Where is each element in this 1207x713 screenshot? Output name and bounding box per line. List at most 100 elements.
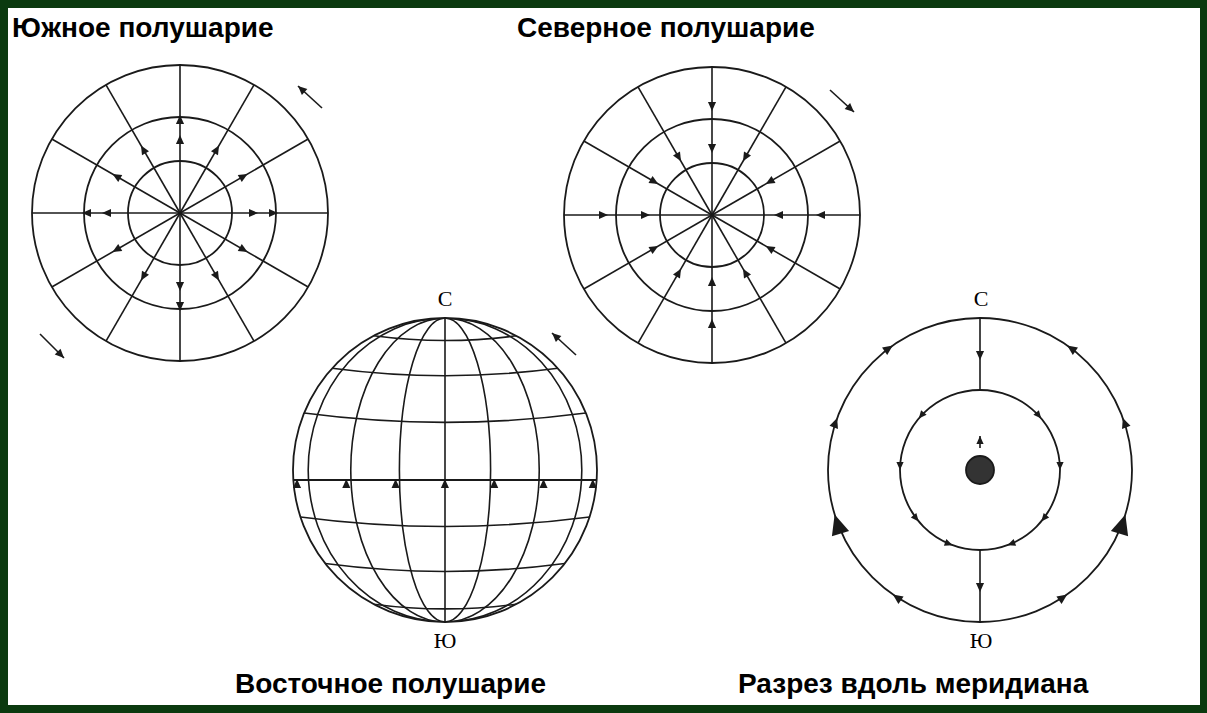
outer-cell: [828, 318, 1132, 622]
arrowhead: [176, 282, 184, 291]
arrowhead: [589, 479, 597, 488]
arrowhead: [816, 211, 825, 219]
arrowhead: [845, 103, 854, 112]
map-caption: Северное полушарие: [517, 12, 815, 44]
meridian-line: [351, 318, 539, 622]
parallel-line: [374, 604, 517, 609]
arrowhead: [238, 174, 248, 182]
parallel-line: [374, 336, 517, 341]
arrowhead: [882, 345, 893, 354]
arrowhead: [911, 513, 919, 521]
latitude-circle: [32, 65, 328, 361]
parallel-line: [300, 517, 589, 527]
arrowhead: [893, 595, 904, 604]
arrowhead: [102, 209, 111, 217]
meridian-line: [712, 214, 860, 216]
arrowhead: [641, 211, 650, 219]
arrowhead: [673, 269, 681, 279]
arrowhead: [1056, 462, 1063, 470]
meridian-line: [180, 213, 308, 287]
arrowhead: [708, 102, 716, 111]
arrowhead: [539, 479, 547, 488]
meridian-line: [52, 139, 180, 213]
pole-letter: Ю: [970, 628, 993, 653]
rotation-arrow: [298, 86, 322, 108]
meridian-line: [106, 213, 180, 341]
arrowhead: [774, 211, 783, 219]
arrowhead: [298, 86, 307, 95]
arrowhead: [490, 479, 498, 488]
arrowhead: [708, 277, 716, 286]
arrowhead: [293, 479, 301, 488]
map-caption: Южное полушарие: [12, 12, 274, 44]
arrowhead: [1056, 595, 1067, 604]
arrowhead: [599, 211, 608, 219]
arrowhead: [648, 176, 658, 184]
map-caption: Разрез вдоль меридиана: [738, 668, 1088, 700]
arrowhead: [176, 115, 184, 124]
arrowhead: [976, 436, 983, 444]
meridian-line: [106, 85, 180, 213]
arrowhead: [55, 349, 64, 358]
parallel-line: [332, 368, 558, 375]
arrowhead: [441, 479, 449, 488]
meridian-line: [180, 139, 308, 213]
arrowhead: [176, 302, 184, 311]
meridian-line: [584, 141, 712, 215]
parallel-line: [304, 413, 586, 422]
arrowhead: [766, 246, 776, 254]
meridian-line: [564, 214, 712, 216]
arrowhead: [976, 351, 984, 360]
meridian-line: [180, 85, 254, 213]
parallel-line: [325, 564, 565, 572]
map-caption: Восточное полушарие: [235, 668, 546, 700]
globe-grid: [300, 318, 589, 622]
meridian-line: [180, 213, 254, 341]
meridian-line: [711, 67, 713, 215]
arrowhead: [141, 271, 149, 281]
meridian-line: [638, 215, 712, 343]
arrowhead: [976, 583, 984, 592]
meridian-line: [399, 318, 490, 622]
arrowhead: [238, 244, 248, 252]
arrowhead: [766, 176, 776, 184]
arrowhead: [896, 462, 903, 470]
meridian-line: [638, 87, 712, 215]
arrowhead: [919, 410, 927, 418]
arrowhead: [269, 209, 278, 217]
arrowhead: [1067, 345, 1078, 354]
arrowhead: [249, 209, 258, 217]
arrowhead: [211, 271, 219, 281]
arrowhead: [392, 479, 400, 488]
arrowhead: [743, 151, 751, 161]
inner-cell: [900, 390, 1060, 550]
latitude-circle: [564, 67, 860, 363]
arrowhead: [176, 135, 184, 144]
arrowhead: [648, 246, 658, 254]
arrowhead: [1111, 514, 1128, 536]
meridian-line: [712, 215, 840, 289]
meridian-line: [712, 215, 786, 343]
pole-letter: С: [974, 286, 989, 311]
rotation-arrow: [40, 334, 64, 358]
meridian-line: [584, 215, 712, 289]
arrowhead: [141, 145, 149, 155]
arrowhead: [112, 174, 122, 182]
arrowhead: [211, 145, 219, 155]
arrowhead: [673, 151, 681, 161]
meridian-line: [444, 318, 446, 622]
meridian-line: [52, 213, 180, 287]
arrowhead: [1041, 513, 1049, 521]
pole-letter: Ю: [434, 628, 457, 653]
arrowhead: [708, 319, 716, 328]
arrowhead: [1122, 418, 1130, 429]
arrowhead: [832, 514, 849, 536]
meridian-line: [712, 87, 786, 215]
arrowhead: [944, 539, 953, 546]
arrowhead: [1033, 410, 1041, 418]
meridian-line: [712, 141, 840, 215]
globe-outline: [293, 318, 597, 622]
arrowhead: [830, 418, 838, 429]
